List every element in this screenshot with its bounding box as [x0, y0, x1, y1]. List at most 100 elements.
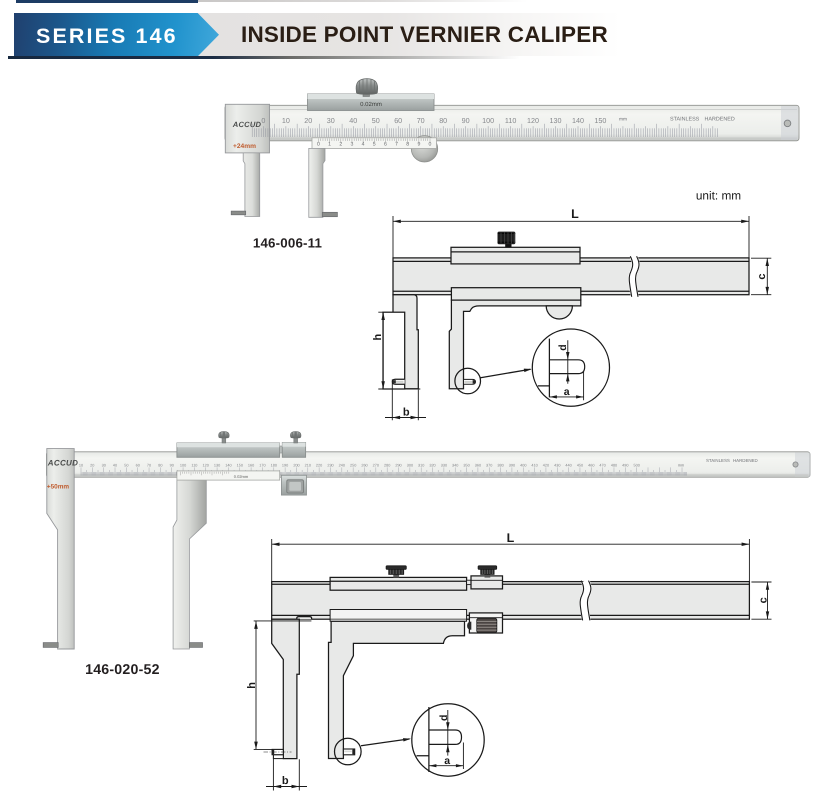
svg-text:130: 130	[214, 464, 220, 468]
svg-text:110: 110	[191, 464, 197, 468]
svg-text:0: 0	[429, 141, 432, 147]
svg-text:500: 500	[634, 464, 640, 468]
svg-text:30: 30	[102, 464, 106, 468]
svg-text:80: 80	[439, 116, 447, 125]
svg-text:L: L	[571, 207, 579, 221]
svg-text:140: 140	[225, 464, 231, 468]
svg-text:c: c	[757, 597, 769, 603]
svg-text:10: 10	[79, 464, 83, 468]
svg-text:70: 70	[147, 464, 151, 468]
svg-text:240: 240	[339, 464, 345, 468]
svg-text:0.02mm: 0.02mm	[360, 101, 382, 108]
svg-text:146-006-11: 146-006-11	[253, 236, 323, 251]
svg-text:160: 160	[248, 464, 254, 468]
svg-text:ACCUD: ACCUD	[47, 459, 78, 468]
svg-text:210: 210	[305, 464, 311, 468]
svg-text:450: 450	[577, 464, 583, 468]
svg-text:380: 380	[497, 464, 503, 468]
svg-text:190: 190	[282, 464, 288, 468]
svg-text:+50mm: +50mm	[47, 484, 70, 491]
svg-text:50: 50	[372, 116, 380, 125]
svg-text:150: 150	[237, 464, 243, 468]
svg-text:120: 120	[527, 116, 539, 125]
svg-text:70: 70	[417, 116, 425, 125]
svg-text:b: b	[403, 407, 410, 419]
svg-text:mm: mm	[619, 118, 627, 123]
svg-text:260: 260	[361, 464, 367, 468]
svg-text:a: a	[444, 755, 450, 767]
svg-text:STAINLESS: STAINLESS	[670, 117, 700, 123]
svg-text:410: 410	[531, 464, 537, 468]
svg-text:a: a	[564, 386, 570, 398]
svg-text:1: 1	[328, 141, 331, 147]
svg-text:0: 0	[317, 141, 320, 147]
svg-text:3: 3	[350, 141, 353, 147]
svg-text:130: 130	[550, 116, 562, 125]
svg-text:HARDENED: HARDENED	[705, 117, 735, 123]
svg-text:9: 9	[417, 141, 420, 147]
svg-text:40: 40	[113, 464, 117, 468]
svg-text:400: 400	[520, 464, 526, 468]
svg-text:60: 60	[136, 464, 140, 468]
svg-text:146-020-52: 146-020-52	[85, 662, 160, 678]
svg-text:40: 40	[349, 116, 357, 125]
svg-text:20: 20	[90, 464, 94, 468]
svg-text:2: 2	[339, 141, 342, 147]
svg-text:350: 350	[463, 464, 469, 468]
svg-text:100: 100	[180, 464, 186, 468]
svg-text:90: 90	[462, 116, 470, 125]
svg-text:d: d	[557, 344, 569, 350]
svg-text:50: 50	[124, 464, 128, 468]
svg-text:mm: mm	[678, 464, 684, 468]
svg-text:360: 360	[475, 464, 481, 468]
svg-text:h: h	[246, 682, 258, 689]
svg-text:30: 30	[327, 116, 335, 125]
svg-text:110: 110	[505, 116, 516, 125]
svg-text:90: 90	[170, 464, 174, 468]
svg-text:430: 430	[554, 464, 560, 468]
svg-text:d: d	[438, 715, 450, 721]
svg-text:120: 120	[203, 464, 209, 468]
svg-text:c: c	[756, 273, 768, 279]
svg-text:250: 250	[350, 464, 356, 468]
svg-text:7: 7	[395, 141, 398, 147]
svg-text:290: 290	[395, 464, 401, 468]
svg-text:330: 330	[441, 464, 447, 468]
svg-text:200: 200	[293, 464, 299, 468]
svg-text:5: 5	[373, 141, 376, 147]
svg-text:unit: mm: unit: mm	[696, 188, 741, 202]
svg-text:20: 20	[304, 116, 312, 125]
svg-text:80: 80	[158, 464, 162, 468]
svg-text:370: 370	[486, 464, 492, 468]
svg-text:470: 470	[599, 464, 605, 468]
svg-text:0: 0	[261, 116, 265, 125]
svg-text:L: L	[507, 531, 515, 545]
svg-text:270: 270	[373, 464, 379, 468]
svg-text:STAINLESS: STAINLESS	[706, 458, 730, 463]
svg-text:140: 140	[572, 116, 584, 125]
svg-text:+24mm: +24mm	[233, 143, 256, 150]
svg-text:300: 300	[407, 464, 413, 468]
svg-text:b: b	[282, 775, 289, 787]
svg-text:220: 220	[316, 464, 322, 468]
svg-text:310: 310	[418, 464, 424, 468]
svg-text:10: 10	[282, 116, 290, 125]
svg-text:340: 340	[452, 464, 458, 468]
svg-text:0.02mm: 0.02mm	[234, 474, 249, 479]
svg-text:h: h	[372, 334, 384, 341]
svg-text:ACCUD: ACCUD	[232, 120, 262, 129]
svg-text:420: 420	[543, 464, 549, 468]
svg-text:4: 4	[362, 141, 365, 147]
svg-text:8: 8	[406, 141, 409, 147]
svg-text:390: 390	[509, 464, 515, 468]
svg-text:280: 280	[384, 464, 390, 468]
svg-text:490: 490	[622, 464, 628, 468]
svg-text:100: 100	[482, 116, 494, 125]
svg-text:6: 6	[384, 141, 387, 147]
svg-text:HARDENED: HARDENED	[733, 458, 758, 463]
svg-text:460: 460	[588, 464, 594, 468]
svg-text:150: 150	[594, 116, 606, 125]
svg-text:230: 230	[327, 464, 333, 468]
svg-text:480: 480	[611, 464, 617, 468]
svg-text:320: 320	[429, 464, 435, 468]
